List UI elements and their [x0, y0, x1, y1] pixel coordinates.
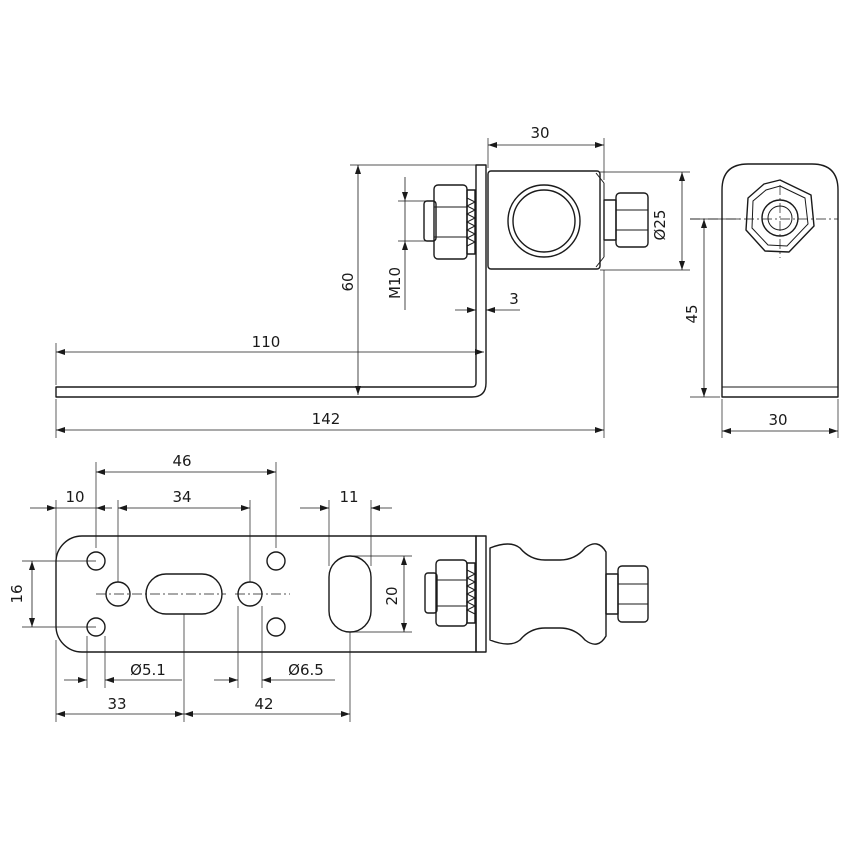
bore-inner-circle: [512, 189, 576, 253]
plan-nut: [424, 559, 477, 627]
front-view: 30 60 M10 Ø25 3 110: [55, 124, 690, 438]
left-nut: [423, 184, 477, 260]
dim-plan-10: 10: [65, 488, 84, 506]
dim-dia-6-5: Ø6.5: [288, 661, 324, 679]
dim-plan-46: 46: [172, 452, 191, 470]
clamp-body: [487, 170, 601, 270]
dim-length-142: 142: [312, 410, 341, 428]
dim-top-30: 30: [530, 124, 549, 142]
plan-clamp-body: [489, 543, 607, 645]
dim-dia-5-1: Ø5.1: [130, 661, 166, 679]
side-view: 45 30: [683, 163, 839, 438]
dim-side-30: 30: [768, 411, 787, 429]
dim-plan-42: 42: [254, 695, 273, 713]
bore-circle: [507, 184, 581, 258]
dim-plan-34: 34: [172, 488, 191, 506]
dim-length-110: 110: [252, 333, 281, 351]
plate-outline: [55, 535, 477, 653]
side-bracket-outline: [721, 163, 839, 398]
dim-thread-m10: M10: [386, 267, 404, 299]
right-nut: [603, 192, 649, 248]
dim-plan-16: 16: [8, 584, 26, 603]
plan-view: 46 10 34 11 16: [8, 452, 649, 722]
dim-plan-33: 33: [107, 695, 126, 713]
slot-vertical: [328, 555, 372, 633]
dim-plan-11: 11: [339, 488, 358, 506]
dim-height-60: 60: [339, 272, 357, 291]
plan-right-nut: [605, 565, 649, 623]
hole-small-top-right: [266, 551, 286, 571]
dim-side-45: 45: [683, 304, 701, 323]
dim-plan-20: 20: [383, 586, 401, 605]
bracket-profile: [55, 164, 487, 398]
dim-dia-25: Ø25: [651, 210, 669, 241]
dim-thick-3: 3: [509, 290, 519, 308]
hole-small-bottom-right: [266, 617, 286, 637]
